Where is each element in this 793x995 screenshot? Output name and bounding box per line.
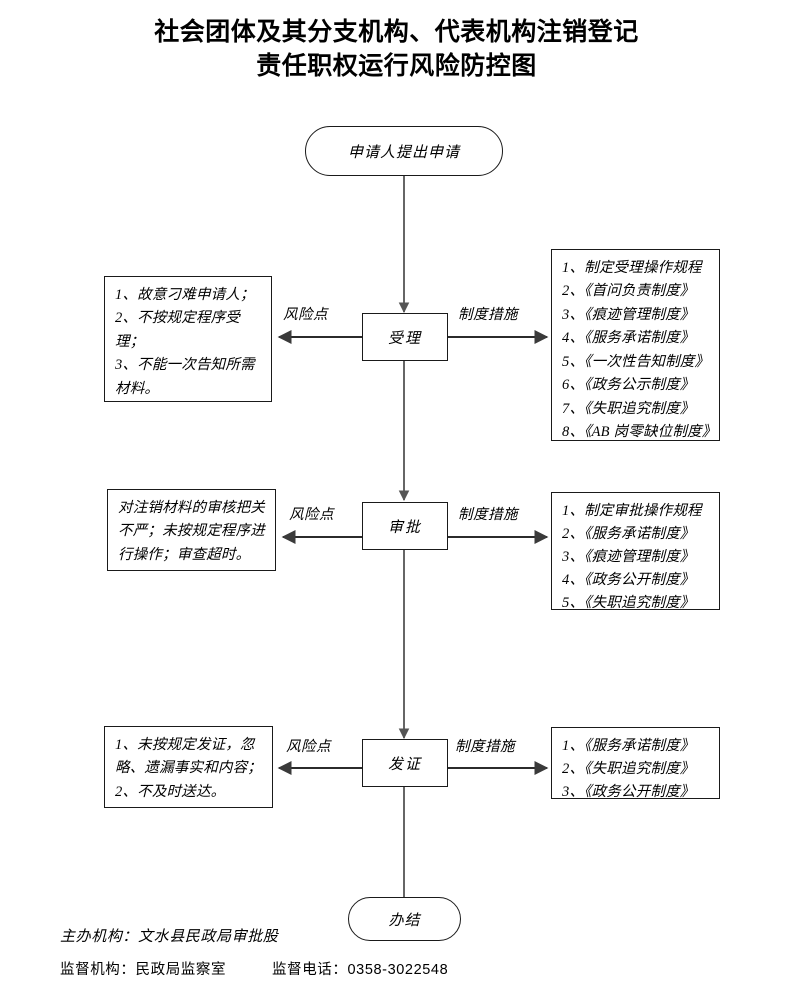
risk-item: 2、不按规定程序受理；: [115, 310, 241, 350]
process-node-shouli[interactable]: 受理: [362, 313, 448, 361]
process-node-label: 受理: [387, 330, 422, 347]
risk-item: 3、不能一次告知所需材料。: [115, 357, 255, 397]
risk-panel-fazheng: 1、未按规定发证，忽略、遗漏事实和内容； 2、不及时送达。: [104, 726, 273, 808]
measure-item: 2、《服务承诺制度》: [562, 525, 695, 542]
measure-item: 6、《政务公示制度》: [562, 377, 695, 394]
process-node-fazheng[interactable]: 发证: [362, 739, 448, 787]
measure-item: 1、《服务承诺制度》: [562, 738, 695, 754]
measure-item: 7、《失职追究制度》: [562, 400, 695, 417]
title-line-1: 社会团体及其分支机构、代表机构注销登记: [154, 18, 639, 46]
edge-label-risk-fazheng: 风险点: [286, 739, 331, 755]
footer-host-organization: 主办机构：文水县民政局审批股: [60, 929, 279, 945]
risk-item: 对注销材料的审核把关不严；未按规定程序进行操作；审查超时。: [118, 500, 265, 563]
measure-item: 2、《失职追究制度》: [562, 760, 695, 777]
edge-label-risk-shenpi: 风险点: [289, 507, 334, 523]
measure-panel-shouli: 1、制定受理操作规程 2、《首问负责制度》 3、《痕迹管理制度》 4、《服务承诺…: [551, 249, 720, 441]
risk-panel-shenpi: 对注销材料的审核把关不严；未按规定程序进行操作；审查超时。: [107, 489, 276, 571]
measure-item: 4、《服务承诺制度》: [562, 330, 695, 347]
edge-label-measure-shenpi: 制度措施: [458, 507, 518, 523]
end-node[interactable]: 办结: [348, 897, 461, 941]
measure-item: 4、《政务公开制度》: [562, 571, 695, 588]
process-node-label: 审批: [387, 519, 422, 536]
start-node[interactable]: 申请人提出申请: [305, 126, 503, 176]
edge-label-risk-shouli: 风险点: [283, 307, 328, 323]
page-title: 社会团体及其分支机构、代表机构注销登记 责任职权运行风险防控图: [0, 16, 793, 84]
measure-panel-shenpi: 1、制定审批操作规程 2、《服务承诺制度》 3、《痕迹管理制度》 4、《政务公开…: [551, 492, 720, 610]
title-line-2: 责任职权运行风险防控图: [256, 51, 537, 80]
footer-supervisor-organization: 监督机构：民政局监察室: [60, 962, 227, 978]
measure-item: 8、《AB 岗零缺位制度》: [562, 424, 717, 441]
edge-label-measure-shouli: 制度措施: [458, 307, 518, 323]
process-node-label: 发证: [387, 756, 422, 773]
footer-supervisor-phone: 监督电话：0358-3022548: [272, 962, 449, 978]
end-node-label: 办结: [388, 912, 421, 929]
measure-item: 3、《痕迹管理制度》: [562, 548, 695, 565]
measure-item: 3、《痕迹管理制度》: [562, 306, 695, 323]
measure-panel-fazheng: 1、《服务承诺制度》 2、《失职追究制度》 3、《政务公开制度》: [551, 727, 720, 799]
risk-item: 1、故意刁难申请人；: [115, 287, 255, 303]
start-node-label: 申请人提出申请: [347, 144, 460, 161]
measure-item: 2、《首问负责制度》: [562, 283, 695, 300]
risk-item: 1、未按规定发证，忽略、遗漏事实和内容；: [115, 737, 262, 777]
measure-item: 3、《政务公开制度》: [562, 783, 695, 799]
risk-item: 2、不及时送达。: [115, 783, 226, 800]
measure-item: 1、制定受理操作规程: [562, 260, 702, 276]
measure-item: 5、《失职追究制度》: [562, 594, 695, 610]
risk-panel-shouli: 1、故意刁难申请人； 2、不按规定程序受理； 3、不能一次告知所需材料。: [104, 276, 272, 402]
edge-label-measure-fazheng: 制度措施: [455, 739, 515, 755]
process-node-shenpi[interactable]: 审批: [362, 502, 448, 550]
measure-item: 1、制定审批操作规程: [562, 503, 702, 519]
measure-item: 5、《一次性告知制度》: [562, 353, 710, 370]
